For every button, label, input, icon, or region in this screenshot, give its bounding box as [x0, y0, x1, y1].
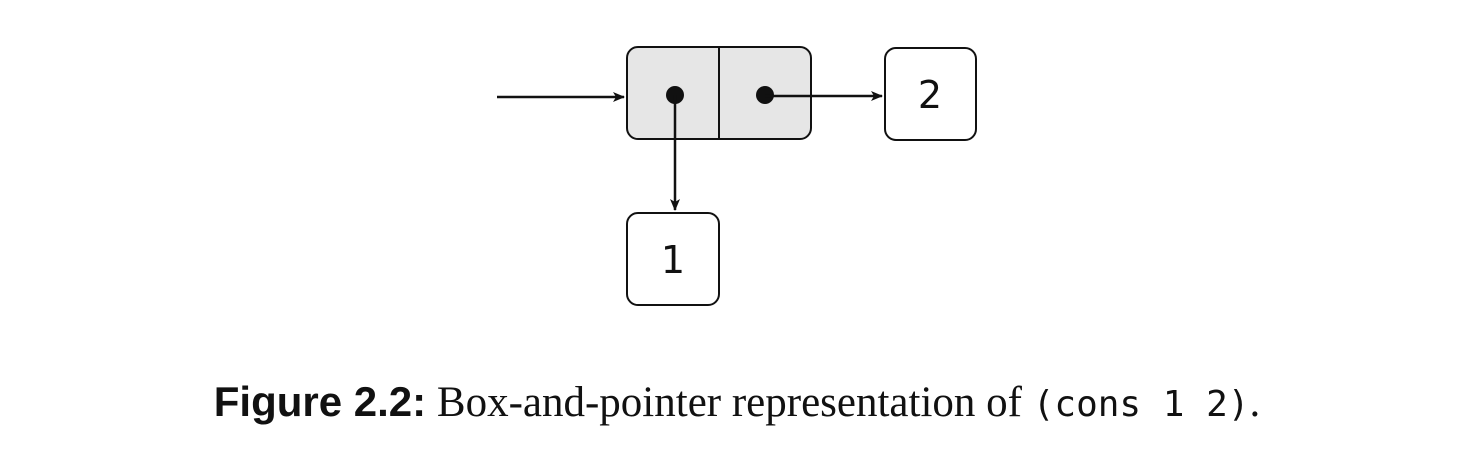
atom-box-car-outline [626, 212, 720, 306]
caption-figure-label: Figure 2.2: [213, 378, 427, 425]
atom-cdr-label: 2 [918, 73, 942, 117]
atom-box-car: 1 [626, 212, 720, 306]
atom-car-label: 1 [661, 238, 685, 282]
pair-box [626, 46, 812, 140]
caption-text: Box-and-pointer representation of [426, 379, 1033, 426]
box-and-pointer-diagram: 2 1 [497, 46, 977, 306]
atom-box-cdr-outline [884, 47, 977, 141]
caption-period: . [1249, 379, 1261, 426]
atom-box-cdr: 2 [884, 47, 977, 141]
caption-code: (cons 1 2) [1032, 384, 1250, 425]
figure-caption: Figure 2.2: Box-and-pointer representati… [0, 378, 1474, 427]
